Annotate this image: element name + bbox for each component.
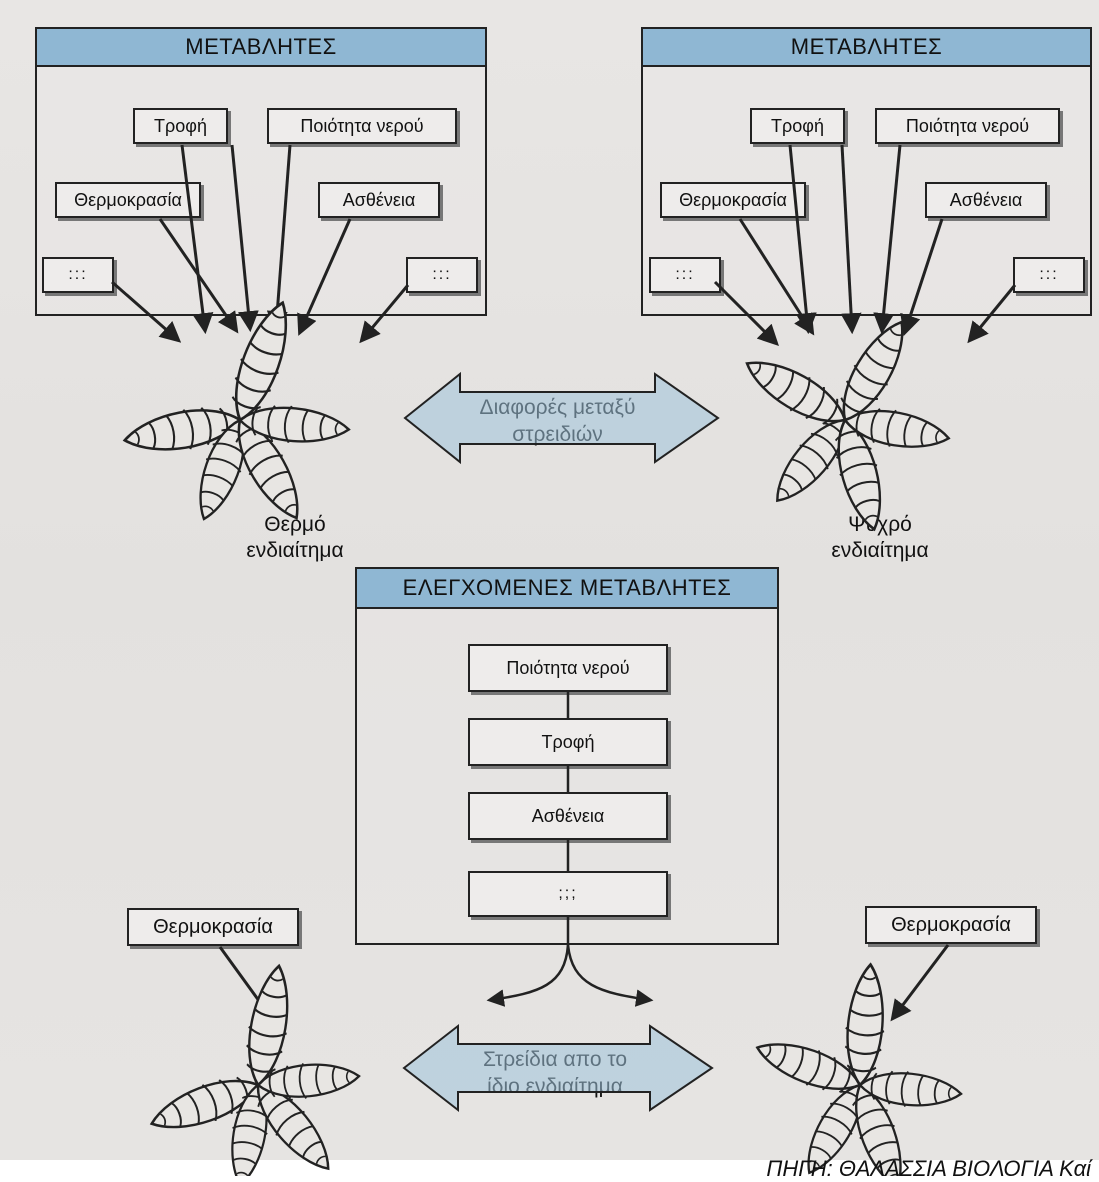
variable-temperature: Θερμοκρασία: [55, 182, 201, 218]
variable-food: Τροφή: [750, 108, 845, 144]
panel-header: ΕΛΕΓΧΟΜΕΝΕΣ ΜΕΤΑΒΛΗΤΕΣ: [357, 569, 777, 609]
habitat-label-line: ενδιαίτημα: [831, 539, 929, 562]
controlled-water-quality: Ποιότητα νερού: [468, 644, 668, 692]
variable-other: :::: [406, 257, 478, 293]
controlled-other: ;;;: [468, 871, 668, 917]
variable-water-quality: Ποιότητα νερού: [267, 108, 457, 144]
habitat-label-line: ενδιαίτημα: [246, 539, 344, 562]
arrow-label-line: στρειδιών: [512, 423, 603, 446]
controlled-disease: Ασθένεια: [468, 792, 668, 840]
arrow-label-line: Στρείδια απο το: [482, 1048, 628, 1071]
warm-habitat-label: Θερμό ενδιαίτημα: [215, 512, 375, 564]
variable-food: Τροφή: [133, 108, 228, 144]
variable-disease: Ασθένεια: [925, 182, 1047, 218]
variable-other: :::: [42, 257, 114, 293]
same-habitat-label: Στρείδια απο το ίδιο ενδιαίτημα: [430, 1046, 680, 1100]
cold-habitat-label: Ψυχρό ενδιαίτημα: [800, 512, 960, 564]
panel-header: ΜΕΤΑΒΛΗΤΕΣ: [643, 29, 1090, 67]
arrow-label-line: Διαφορές μεταξύ: [479, 396, 636, 419]
habitat-label-line: Θερμό: [264, 513, 326, 536]
arrow-label-line: ίδιο ενδιαίτημα: [487, 1075, 623, 1098]
habitat-label-line: Ψυχρό: [848, 513, 912, 536]
bottom-left-temperature: Θερμοκρασία: [127, 908, 299, 946]
variable-other: :::: [649, 257, 721, 293]
source-caption: ΠΗΓΗ: ΘΑΛΑΣΣΙΑ ΒΙΟΛΟΓΙΑ Καί: [766, 1156, 1091, 1181]
oyster-differences-label: Διαφορές μεταξύ στρειδιών: [430, 394, 685, 448]
panel-header: ΜΕΤΑΒΛΗΤΕΣ: [37, 29, 485, 67]
controlled-food: Τροφή: [468, 718, 668, 766]
variable-other: :::: [1013, 257, 1085, 293]
variable-temperature: Θερμοκρασία: [660, 182, 806, 218]
bottom-right-temperature: Θερμοκρασία: [865, 906, 1037, 944]
variable-disease: Ασθένεια: [318, 182, 440, 218]
variable-water-quality: Ποιότητα νερού: [875, 108, 1060, 144]
